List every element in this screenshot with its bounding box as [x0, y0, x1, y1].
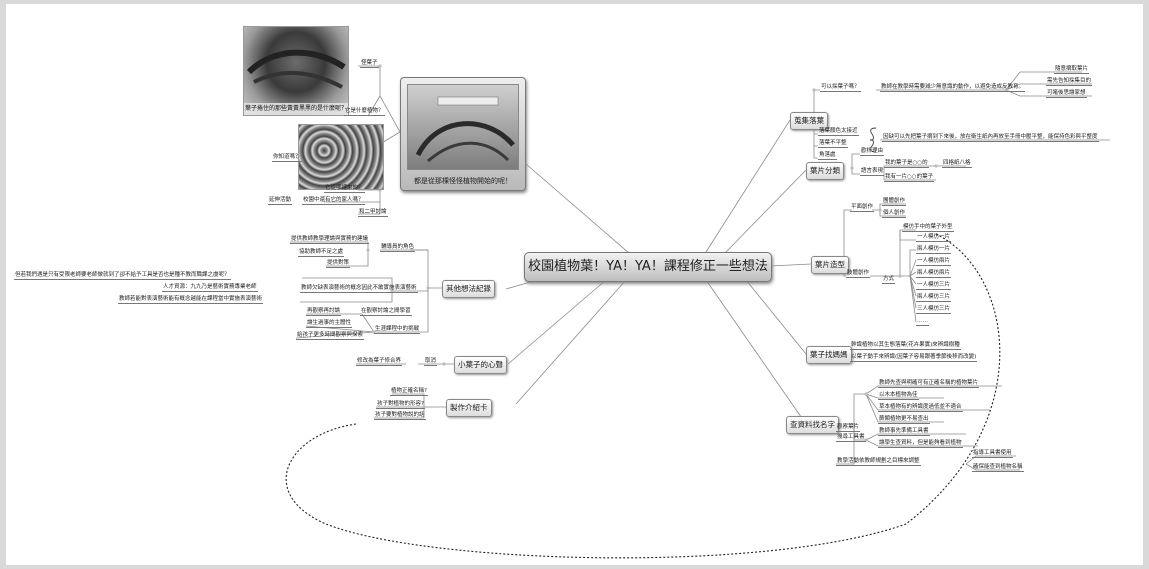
node-collect-r3[interactable]: 可睹後思讓家想 — [1046, 90, 1087, 98]
node-shape-d3[interactable]: 一人模仿兩片 — [916, 258, 952, 266]
node-shape-d8[interactable]: …… — [916, 318, 929, 326]
node-search-observe[interactable]: 觀察葉片 — [836, 424, 861, 432]
node-search-g1[interactable]: 指導工具書使用 — [972, 450, 1013, 458]
node-search-t1[interactable]: 教師事先準備工具書 — [878, 428, 930, 436]
node-collect-r1[interactable]: 隨意摘取葉片 — [1054, 66, 1090, 74]
node-classify-a[interactable]: 歡析理由 — [860, 148, 885, 156]
node-q3[interactable]: 教師欠缺表演藝術的概念因此不敢實施表演藝術 — [300, 285, 418, 293]
center-photo-caption: 都是從那棵怪怪植物開始的呢！ — [414, 177, 512, 185]
node-advice-label[interactable]: 輔導員的角色 — [380, 244, 416, 252]
branch-other-thoughts[interactable]: 其他想法紀錄 — [442, 280, 495, 298]
node-collect-c1[interactable]: 落葉顏色太接近 — [818, 128, 859, 136]
node-classify-b1[interactable]: 我的葉子是○○的 — [884, 160, 929, 168]
node-shape-method[interactable]: 方式 — [882, 276, 896, 284]
branch-little-leaf[interactable]: 小葉子的心聲 — [454, 356, 507, 374]
node-q2[interactable]: 人才資源：九九乃是藝術實務專業老師 — [162, 284, 258, 292]
node-card-c1[interactable]: 植物正確名稱? — [390, 388, 428, 396]
label-guaiye[interactable]: 怪葉子 — [360, 60, 379, 68]
node-mom-m1[interactable]: 幹識植物以其生態落葉(花卉果實)來辨識樹種 — [850, 342, 961, 350]
node-search-o1[interactable]: 教師先查與明確可有正確名稱的植物葉片 — [878, 380, 980, 388]
node-shape-p1[interactable]: 團體創作 — [882, 198, 907, 206]
leaf-photo-top: 葉子捲住的那些黃黃黑黑的是什麼呢？ — [243, 26, 349, 116]
node-shape-body[interactable]: 肢體創作 — [846, 270, 871, 278]
mind-map-canvas: 葉子捲住的那些黃黃黑黑的是什麼呢？ 都是從那棵怪怪植物開始的呢！ 校園植物葉！Y… — [6, 4, 1143, 565]
label-know-it[interactable]: 你知道嗎？ — [272, 154, 302, 162]
node-d2[interactable]: 在觀察討論之間學習 — [360, 308, 412, 316]
node-search-t2[interactable]: 讓學生查資料，但是能夠看到植物 — [878, 440, 963, 448]
branch-search-name[interactable]: 查資料找名字 — [786, 416, 839, 434]
leaf-ruler-icon — [415, 96, 515, 163]
center-photo — [407, 84, 519, 170]
node-collect-q[interactable]: 可以採葉子嗎？ — [820, 84, 861, 92]
label-what-plant[interactable]: 它是什麼植物？ — [344, 108, 385, 116]
branch-shape[interactable]: 葉片造型 — [811, 256, 849, 274]
label-extend-activity[interactable]: 延伸活動 — [268, 197, 293, 205]
node-search-o3[interactable]: 草本植物有的辨識度過低並不適合 — [878, 404, 963, 412]
center-photo-node[interactable]: 都是從那棵怪怪植物開始的呢！ — [400, 77, 526, 191]
line-collect — [705, 119, 791, 253]
line-findmom — [745, 279, 807, 355]
node-classify-b2[interactable]: 我有一片○○的葉子 — [884, 174, 935, 182]
node-advice-a[interactable]: 提供教師教學理論與實務的建議 — [290, 236, 370, 244]
node-shape-p2[interactable]: 個人創作 — [882, 210, 907, 218]
node-advice-c[interactable]: 提供對策 — [326, 260, 351, 268]
branch-make-card[interactable]: 製作介紹卡 — [446, 399, 492, 417]
line-shape — [769, 263, 812, 267]
node-card-c2[interactable]: 孩子對植物的形容? — [376, 401, 425, 409]
node-d4[interactable]: 給孩子更多時間觀察與探索 — [296, 332, 365, 340]
node-q1[interactable]: 但若我們遇是只有受限老師要老師做就到了卻不給予工具是否也是種不教而職課之虞呢？ — [14, 272, 231, 280]
node-card-c3[interactable]: 孩子要對植物說的話 — [374, 412, 426, 420]
line-center-photo — [525, 163, 645, 267]
node-collect-note[interactable]: 因缺可以先把葉子摘到下來後，放在衛生紙內再放至手冊中壓平整，能保持色彩與平整度 — [882, 134, 1099, 142]
rolled-leaf-icon — [246, 49, 346, 89]
node-shape-d6[interactable]: 兩人模仿三片 — [916, 294, 952, 302]
node-search-g2[interactable]: 確保能查到植物名稱 — [972, 464, 1024, 472]
node-d5[interactable]: 生涯課程中的挑戰 — [374, 326, 421, 334]
branch-find-mom[interactable]: 葉子找媽媽 — [806, 346, 852, 364]
node-shape-d4[interactable]: 兩人模仿兩片 — [916, 270, 952, 278]
node-shape-d1[interactable]: 一人模仿一片 — [916, 234, 952, 242]
branch-classify[interactable]: 葉片分類 — [806, 162, 844, 180]
node-shape-mimic[interactable]: 模仿手中的葉子外型 — [902, 224, 954, 232]
node-search-o2[interactable]: 以木本植物為佳 — [878, 392, 919, 400]
branch-collect[interactable]: 蒐集落葉 — [790, 112, 828, 130]
node-search-tools[interactable]: 搜尋工具書 — [836, 434, 866, 442]
photo-caption-top: 葉子捲住的那些黃黃黑黑的是什麼呢？ — [244, 103, 348, 115]
label-find-relatives[interactable]: 校園中還有它的家人嗎？ — [302, 197, 365, 205]
node-little-cancel[interactable]: 取消 — [424, 358, 438, 366]
node-search-o4[interactable]: 蕨類植物更不易查出 — [878, 416, 930, 424]
node-collect-ans[interactable]: 教師在教學時需要減少無意識的動作，以避免造成反教育。 — [880, 84, 1026, 92]
node-collect-r2[interactable]: 需先告知採集目的 — [1046, 78, 1093, 86]
dashed-relationship — [285, 233, 1001, 559]
tree-photo — [298, 124, 384, 190]
node-classify-b1x[interactable]: 四格紙八格 — [942, 160, 972, 168]
line-little — [507, 279, 607, 365]
node-classify-b[interactable]: 語言表現 — [860, 168, 885, 176]
node-shape-d2[interactable]: 兩人模仿一片 — [916, 246, 952, 254]
node-collect-c3[interactable]: 角落處 — [818, 152, 837, 160]
main-topic[interactable]: 校園植物葉！YA！YA！課程修正一些想法 — [524, 252, 772, 282]
line-search — [705, 279, 807, 425]
label-grade[interactable]: 和二甲討論 — [358, 209, 388, 217]
node-d3[interactable]: 讓生過事的主體性 — [306, 320, 353, 328]
node-little-item[interactable]: 修改為葉子修合界 — [356, 358, 403, 366]
node-collect-c2[interactable]: 落葉不平整 — [818, 140, 848, 148]
line-classify — [725, 169, 807, 253]
label-where-from[interactable]: 它從哪裡來的？ — [324, 185, 365, 193]
node-d1[interactable]: 再觀察再討論 — [306, 308, 342, 316]
line-card — [515, 279, 627, 405]
node-shape-d7[interactable]: 三人模仿三片 — [916, 306, 952, 314]
node-advice-b[interactable]: 協助教師不足之處 — [298, 249, 345, 257]
node-q4[interactable]: 教師若能對表演藝術能有概念越能在課程當中實施表演藝術 — [118, 296, 264, 304]
node-search-design[interactable]: 教學活動依教師規劃之目標來調整 — [836, 458, 921, 466]
node-shape-d5[interactable]: 一人模仿三片 — [916, 282, 952, 290]
node-mom-m2[interactable]: 以葉子動手來辨識(因葉子容易跟著季節後移而改變) — [850, 354, 978, 362]
node-shape-plane[interactable]: 平面創作 — [850, 204, 875, 212]
